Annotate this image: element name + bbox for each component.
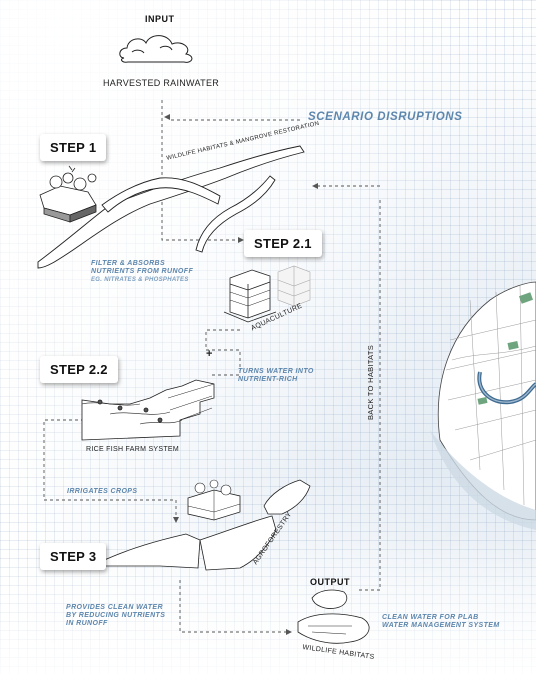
filter-line-2: NUTRIENTS FROM RUNOFF [91,268,194,275]
input-label: HARVESTED RAINWATER [103,78,220,88]
step-2-1-badge: STEP 2.1 [244,230,322,257]
clean-water-line-1: CLEAN WATER FOR PLAB [382,614,479,621]
provides-line-2: BY REDUCING NUTRIENTS [66,612,166,619]
output-title: OUTPUT [310,577,350,587]
scenario-disruptions-label: SCENARIO DISRUPTIONS [308,111,463,123]
provides-text: PROVIDES CLEAN WATER BY REDUCING NUTRIEN… [66,604,165,628]
wetland-land [37,145,305,269]
nutrient-text: TURNS WATER INTO NUTRIENT-RICH [238,368,314,384]
provides-line-1: PROVIDES CLEAN WATER [66,604,163,611]
clean-water-text: CLEAN WATER FOR PLAB WATER MANAGEMENT SY… [382,614,500,630]
plus-sign: + [206,348,213,360]
provides-line-3: IN RUNOFF [66,620,108,627]
filter-line-1: FILTER & ABSORBS [91,260,166,267]
step-1-badge: STEP 1 [40,134,107,161]
masterplan-map [430,281,536,530]
back-to-habitats-label: BACK TO HABITATS [366,344,375,420]
input-title: INPUT [145,14,175,24]
agroforestry-parcels [99,479,311,571]
cloud-icon [119,35,193,63]
filter-text: FILTER & ABSORBS NUTRIENTS FROM RUNOFF E… [91,260,193,284]
clean-water-line-2: WATER MANAGEMENT SYSTEM [382,622,500,629]
nutrient-line-2: NUTRIENT-RICH [238,376,298,383]
rice-fish-label: RICE FISH FARM SYSTEM [86,446,180,453]
island-trees [39,165,97,223]
rice-terraces [81,379,215,441]
nutrient-line-1: TURNS WATER INTO [238,368,314,375]
arrowheads [164,114,318,635]
output-islands [297,589,370,644]
step-2-2-badge: STEP 2.2 [40,356,118,383]
aquaculture-building [223,265,311,323]
step-3-badge: STEP 3 [40,543,107,570]
filter-sub: EG. NITRATES & PHOSPHATES [91,277,189,283]
flow-arrows [43,100,381,633]
irrigates-label: IRRIGATES CROPS [67,488,138,495]
